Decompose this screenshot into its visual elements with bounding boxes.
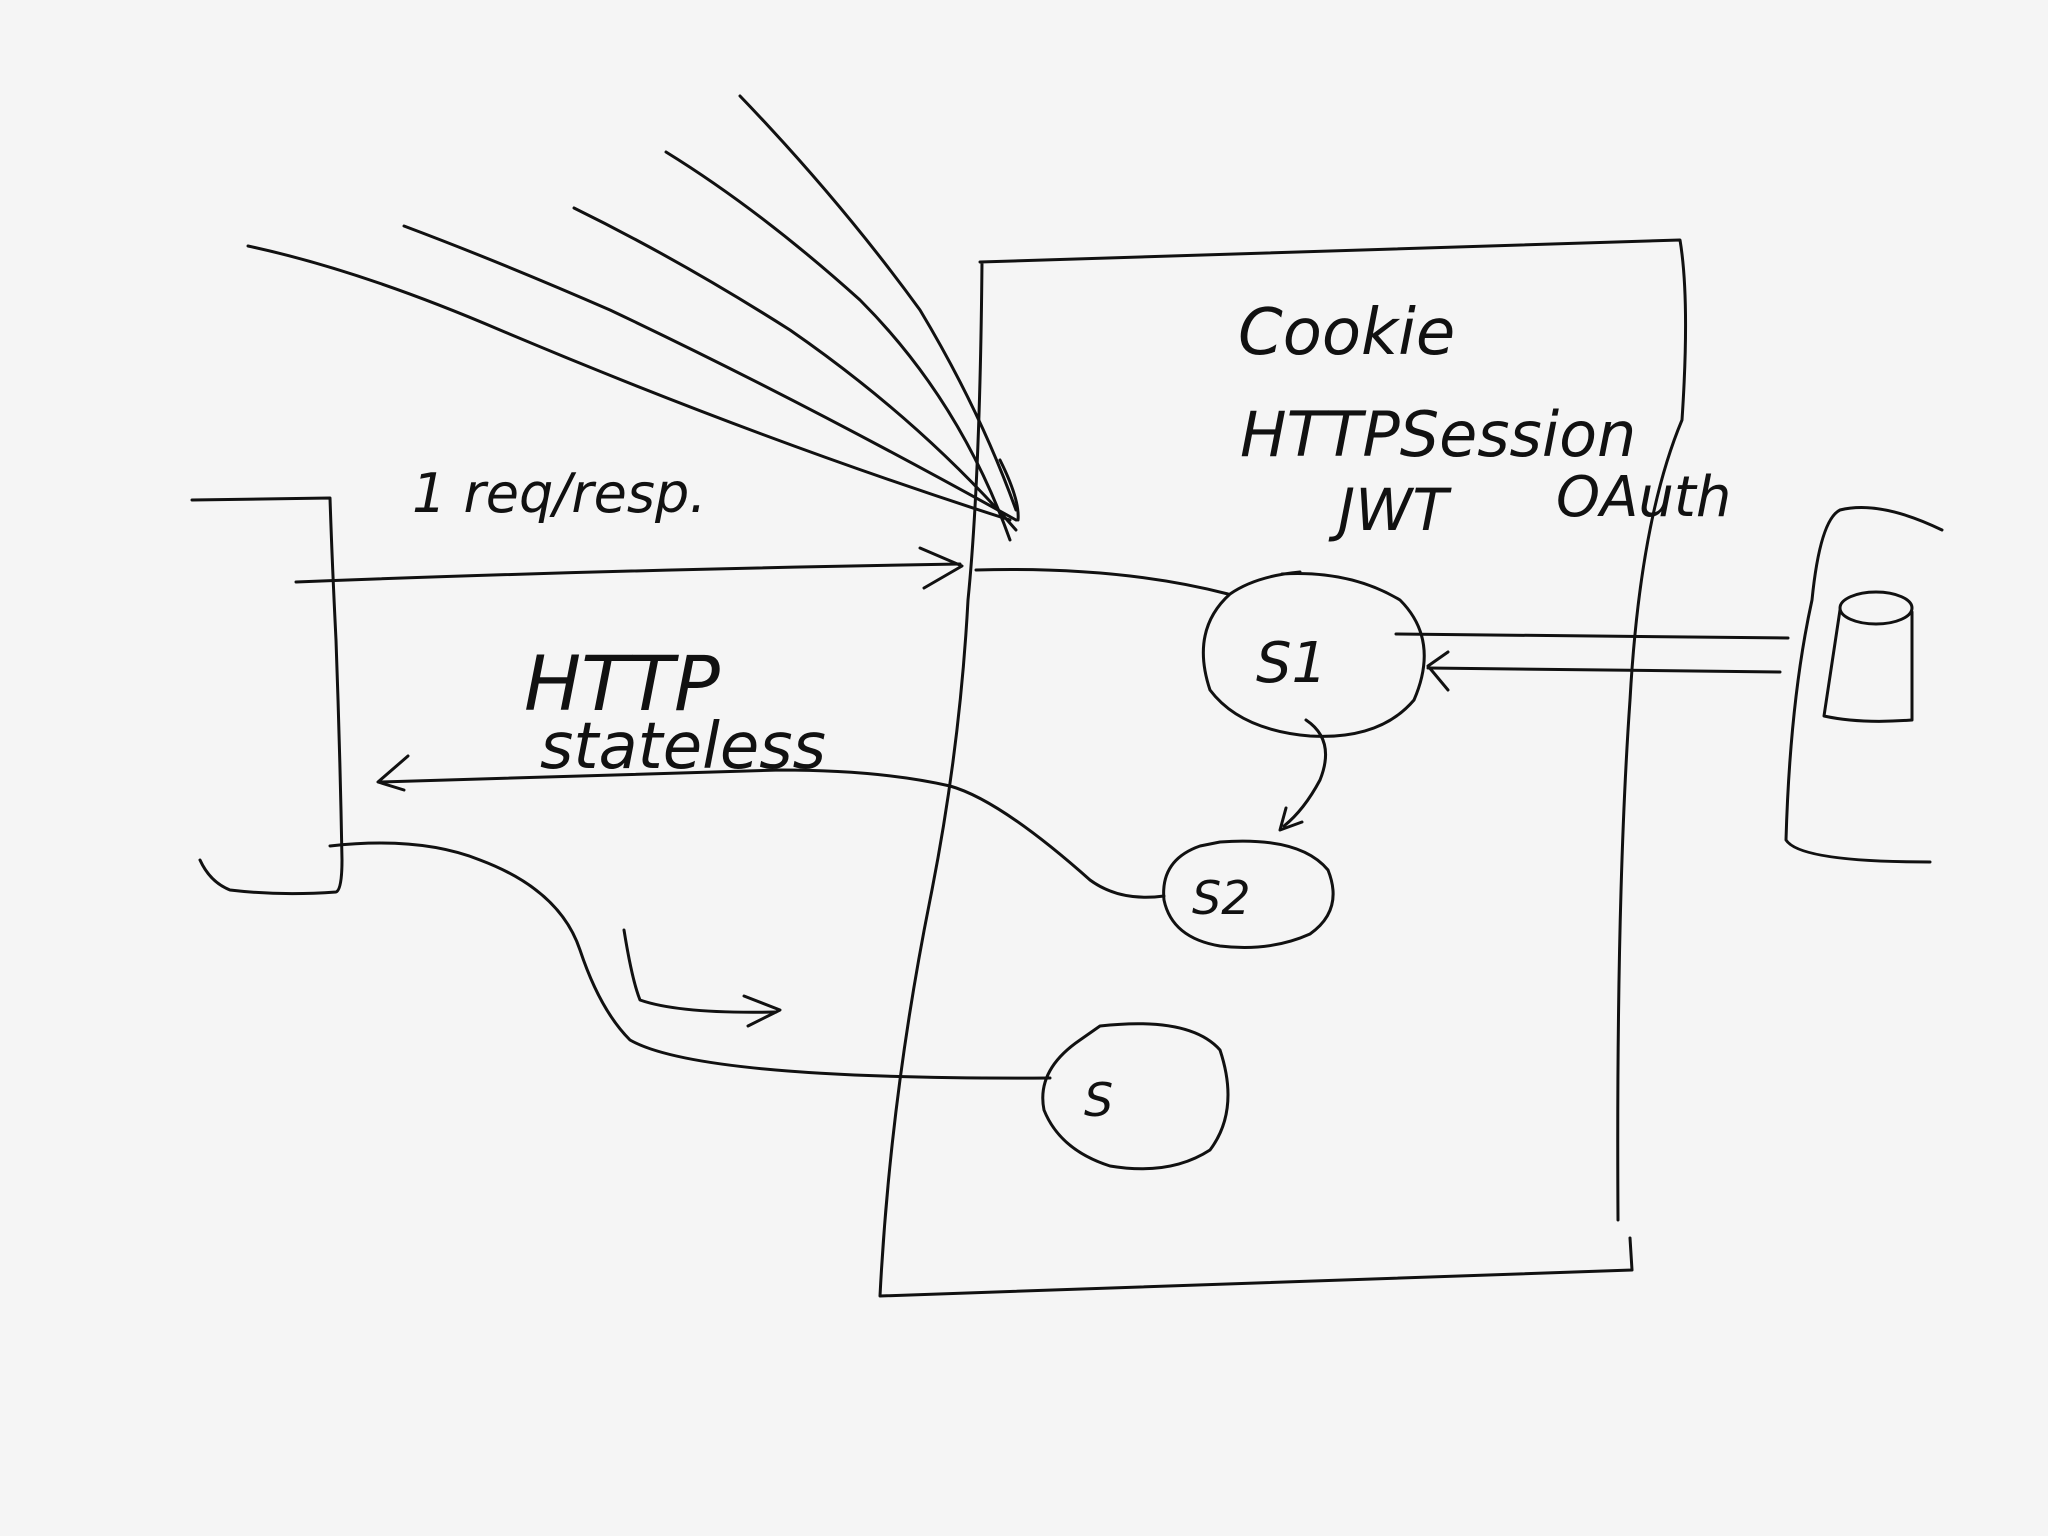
node-s: S [1041, 1022, 1230, 1171]
request-to-s-line [328, 841, 1052, 1080]
database-box [1784, 506, 1944, 864]
database-icon [1822, 590, 1914, 723]
req-resp-label: 1 req/resp. [412, 462, 706, 525]
node-s2-label: S2 [1192, 871, 1250, 925]
s1-database-link [1394, 632, 1790, 692]
oauth-label: OAuth [1556, 465, 1731, 530]
side-arrow [622, 928, 782, 1028]
node-s1: S1 [1201, 570, 1426, 738]
request-to-s1-line [974, 568, 1230, 596]
client-box [190, 496, 344, 896]
node-s1-label: S1 [1256, 631, 1327, 696]
request-arrow [294, 546, 964, 590]
incoming-requests-fan [246, 94, 1020, 542]
jwt-label: JWT [1328, 476, 1452, 544]
http-session-label: HTTPSession [1240, 398, 1636, 471]
stateless-label: stateless [540, 710, 826, 784]
response-arrow [376, 754, 1166, 899]
http-label: HTTP [524, 639, 720, 728]
cookie-label: Cookie [1238, 296, 1455, 370]
node-s2: S2 [1162, 839, 1335, 949]
s1-to-s2-arrow [1278, 718, 1328, 832]
node-s-label: S [1084, 1073, 1113, 1127]
